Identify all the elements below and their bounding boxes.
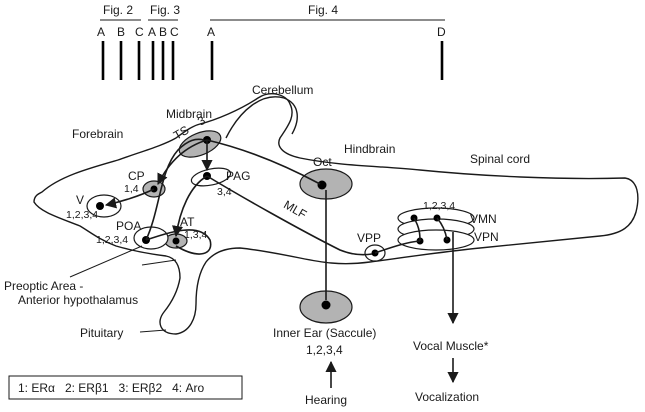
cp-label: CP bbox=[128, 169, 145, 183]
anterior-hypothalamus-label: Anterior hypothalamus bbox=[18, 293, 138, 307]
v-dot bbox=[96, 202, 104, 210]
legend-text: 1: ERα 2: ERβ1 3: ERβ2 4: Aro bbox=[18, 381, 204, 395]
preoptic-pointer-2 bbox=[141, 259, 177, 266]
poa-codes: 1,2,3,4 bbox=[96, 234, 128, 246]
mlf-label: MLF bbox=[281, 197, 309, 221]
pituitary-pointer bbox=[139, 329, 167, 333]
inner-ear-label: Inner Ear (Saccule) bbox=[273, 326, 376, 340]
vmn-vpn-link-1 bbox=[413, 217, 421, 242]
figure-references: Fig. 2 A B C Fig. 3 A B C Fig. 4 A D bbox=[97, 3, 446, 80]
pathways bbox=[104, 138, 459, 388]
ts-to-oct bbox=[206, 139, 321, 185]
hearing-label: Hearing bbox=[305, 393, 347, 407]
oct-dot bbox=[317, 180, 327, 190]
ts-to-cp bbox=[157, 139, 208, 186]
vpn-label: VPN bbox=[474, 230, 499, 244]
fig3-letter-c: C bbox=[170, 25, 179, 39]
spinal-cord-label: Spinal cord bbox=[470, 152, 530, 166]
brain-outline bbox=[33, 93, 639, 335]
hindbrain-label: Hindbrain bbox=[344, 142, 395, 156]
forebrain-label: Forebrain bbox=[72, 127, 123, 141]
fig3-title: Fig. 3 bbox=[150, 3, 180, 17]
poa-label: POA bbox=[116, 219, 141, 233]
poa-at-loop bbox=[145, 229, 212, 255]
fig2-letter-b: B bbox=[117, 25, 125, 39]
v-label: V bbox=[76, 193, 84, 207]
fig4-title: Fig. 4 bbox=[308, 3, 338, 17]
poa-to-ts bbox=[145, 138, 205, 241]
fig2-letter-a: A bbox=[97, 25, 105, 39]
at-dot bbox=[172, 237, 180, 245]
pituitary-label: Pituitary bbox=[80, 326, 123, 340]
fig4-letter-a: A bbox=[207, 25, 215, 39]
preoptic-area-label: Preoptic Area - bbox=[4, 279, 83, 293]
ts-label: TS bbox=[171, 123, 191, 143]
vpn-nucleus bbox=[397, 229, 475, 251]
fig3-letter-b: B bbox=[159, 25, 167, 39]
fig3-letter-a: A bbox=[148, 25, 156, 39]
cp-to-v bbox=[104, 188, 155, 209]
vocal-muscle-label: Vocal Muscle* bbox=[413, 339, 489, 353]
pag-label: PAG bbox=[226, 169, 250, 183]
vpp-to-vpn bbox=[374, 240, 421, 254]
v-codes: 1,2,3,4 bbox=[66, 209, 98, 221]
ts-nucleus bbox=[178, 130, 222, 158]
vpp-label: VPP bbox=[357, 231, 381, 245]
inner-ear-codes: 1,2,3,4 bbox=[306, 343, 343, 357]
midbrain-label: Midbrain bbox=[166, 107, 212, 121]
vmn-vpn-link-2 bbox=[436, 217, 448, 241]
cerebellum-outline bbox=[225, 96, 298, 139]
fig4-letter-d: D bbox=[437, 25, 446, 39]
at-label: AT bbox=[180, 215, 195, 229]
preoptic-pointer-1 bbox=[69, 245, 143, 278]
saccule-dot bbox=[321, 300, 331, 310]
oct-label: Oct bbox=[313, 155, 332, 169]
pag-to-at bbox=[172, 175, 208, 238]
legend-box bbox=[8, 375, 243, 400]
vmn-codes: 1,2,3,4 bbox=[423, 200, 455, 212]
legend: 1: ERα 2: ERβ1 3: ERβ2 4: Aro bbox=[8, 375, 243, 400]
pag-codes: 3,4 bbox=[217, 186, 232, 198]
vmn-vpn-complex bbox=[397, 207, 475, 251]
cp-codes: 1,4 bbox=[124, 183, 139, 195]
vocalization-label: Vocalization bbox=[415, 390, 479, 404]
fig2-letter-c: C bbox=[135, 25, 144, 39]
fig2-title: Fig. 2 bbox=[103, 3, 133, 17]
at-codes: 1,3,4 bbox=[184, 229, 208, 241]
cerebellum-label: Cerebellum bbox=[252, 83, 313, 97]
vmn-label: VMN bbox=[470, 212, 497, 226]
